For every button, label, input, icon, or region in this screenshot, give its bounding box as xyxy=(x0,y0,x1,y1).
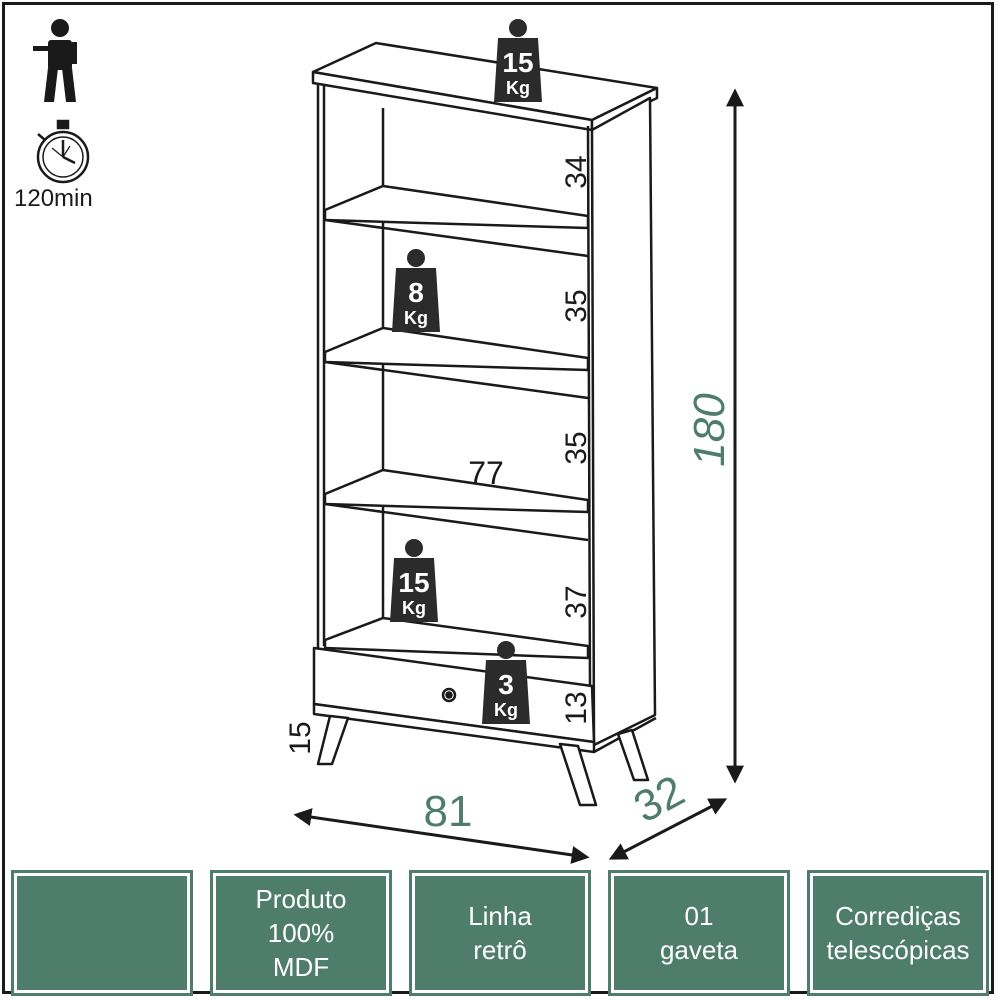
svg-text:Kg: Kg xyxy=(404,308,428,328)
niche-height-1: 34 xyxy=(560,155,593,188)
svg-text:15: 15 xyxy=(398,567,429,598)
height-label: 180 xyxy=(685,393,734,467)
niche-height-4: 37 xyxy=(560,585,593,618)
svg-text:8: 8 xyxy=(408,277,424,308)
feature-badge-slides: Corrediças telescópicas xyxy=(807,870,989,996)
svg-text:3: 3 xyxy=(498,669,514,700)
assembly-time-label: 120min xyxy=(14,185,93,212)
feature-badge-retro: Linha retrô xyxy=(409,870,591,996)
inner-width-label: 77 xyxy=(468,455,504,491)
svg-text:Kg: Kg xyxy=(506,78,530,98)
stopwatch-icon xyxy=(36,119,90,184)
niche-height-2: 35 xyxy=(560,289,593,322)
svg-text:15: 15 xyxy=(502,47,533,78)
weight-tag-drawer: 3 Kg xyxy=(482,641,530,724)
drawer-height-label: 13 xyxy=(560,691,593,724)
weight-tag-top: 15 Kg xyxy=(494,19,542,102)
depth-arrow xyxy=(608,798,728,860)
dimension-lines xyxy=(293,88,744,864)
installer-icon xyxy=(33,19,77,102)
width-arrow xyxy=(293,808,590,864)
weight-tag-bottom: 15 Kg xyxy=(390,539,438,622)
width-label: 81 xyxy=(424,787,473,836)
svg-text:Kg: Kg xyxy=(402,598,426,618)
bookcase xyxy=(311,41,659,807)
weight-tag-shelf: 8 Kg xyxy=(392,249,440,332)
niche-height-3: 35 xyxy=(560,431,593,464)
feature-badge-1 xyxy=(11,870,193,996)
feature-badge-mdf: Produto 100% MDF xyxy=(210,870,392,996)
svg-text:Kg: Kg xyxy=(494,700,518,720)
leg-height-label: 15 xyxy=(284,721,317,754)
feature-badge-drawer: 01 gaveta xyxy=(608,870,790,996)
